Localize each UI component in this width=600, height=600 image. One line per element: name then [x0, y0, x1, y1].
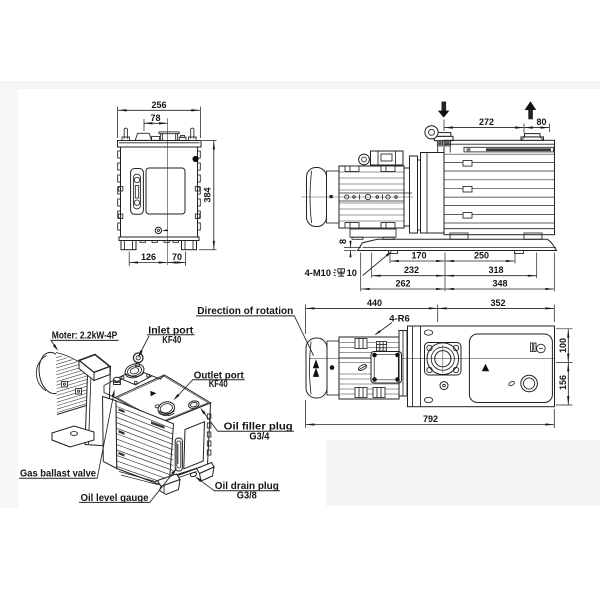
svg-text:Outlet port: Outlet port [194, 370, 245, 381]
svg-text:70: 70 [172, 252, 182, 262]
svg-text:Direction of rotation: Direction of rotation [197, 306, 293, 317]
svg-text:KF40: KF40 [209, 379, 228, 390]
svg-text:Oil filler plug: Oil filler plug [224, 422, 293, 433]
svg-text:78: 78 [150, 113, 160, 123]
svg-text:Inlet port: Inlet port [148, 326, 194, 337]
svg-text:4-M10: 4-M10 [305, 268, 331, 278]
svg-text:80: 80 [536, 117, 546, 127]
svg-text:8: 8 [338, 239, 348, 244]
svg-text:10: 10 [347, 268, 357, 278]
svg-text:348: 348 [492, 278, 507, 288]
svg-text:440: 440 [367, 298, 382, 308]
svg-text:4-R6: 4-R6 [389, 314, 410, 325]
svg-text:318: 318 [488, 265, 503, 275]
svg-text:100: 100 [558, 338, 568, 353]
svg-text:156: 156 [558, 375, 568, 390]
svg-text:170: 170 [411, 250, 426, 260]
svg-text:G3/8: G3/8 [237, 491, 257, 502]
svg-text:352: 352 [490, 298, 505, 308]
svg-text:Moter: 2.2kW-4P: Moter: 2.2kW-4P [52, 331, 118, 342]
svg-text:126: 126 [141, 252, 156, 262]
svg-text:232: 232 [404, 265, 419, 275]
svg-text:Oil level gauge: Oil level gauge [81, 493, 149, 504]
svg-text:250: 250 [474, 250, 489, 260]
svg-text:256: 256 [151, 100, 166, 110]
svg-text:Gas ballast valve: Gas ballast valve [20, 469, 96, 480]
svg-text:792: 792 [423, 414, 438, 424]
svg-text:262: 262 [395, 278, 410, 288]
svg-text:384: 384 [203, 187, 213, 202]
svg-text:KF40: KF40 [162, 335, 181, 346]
svg-text:Oil drain plug: Oil drain plug [215, 481, 279, 492]
svg-text:272: 272 [479, 117, 494, 127]
svg-text:G3/4: G3/4 [249, 432, 269, 443]
